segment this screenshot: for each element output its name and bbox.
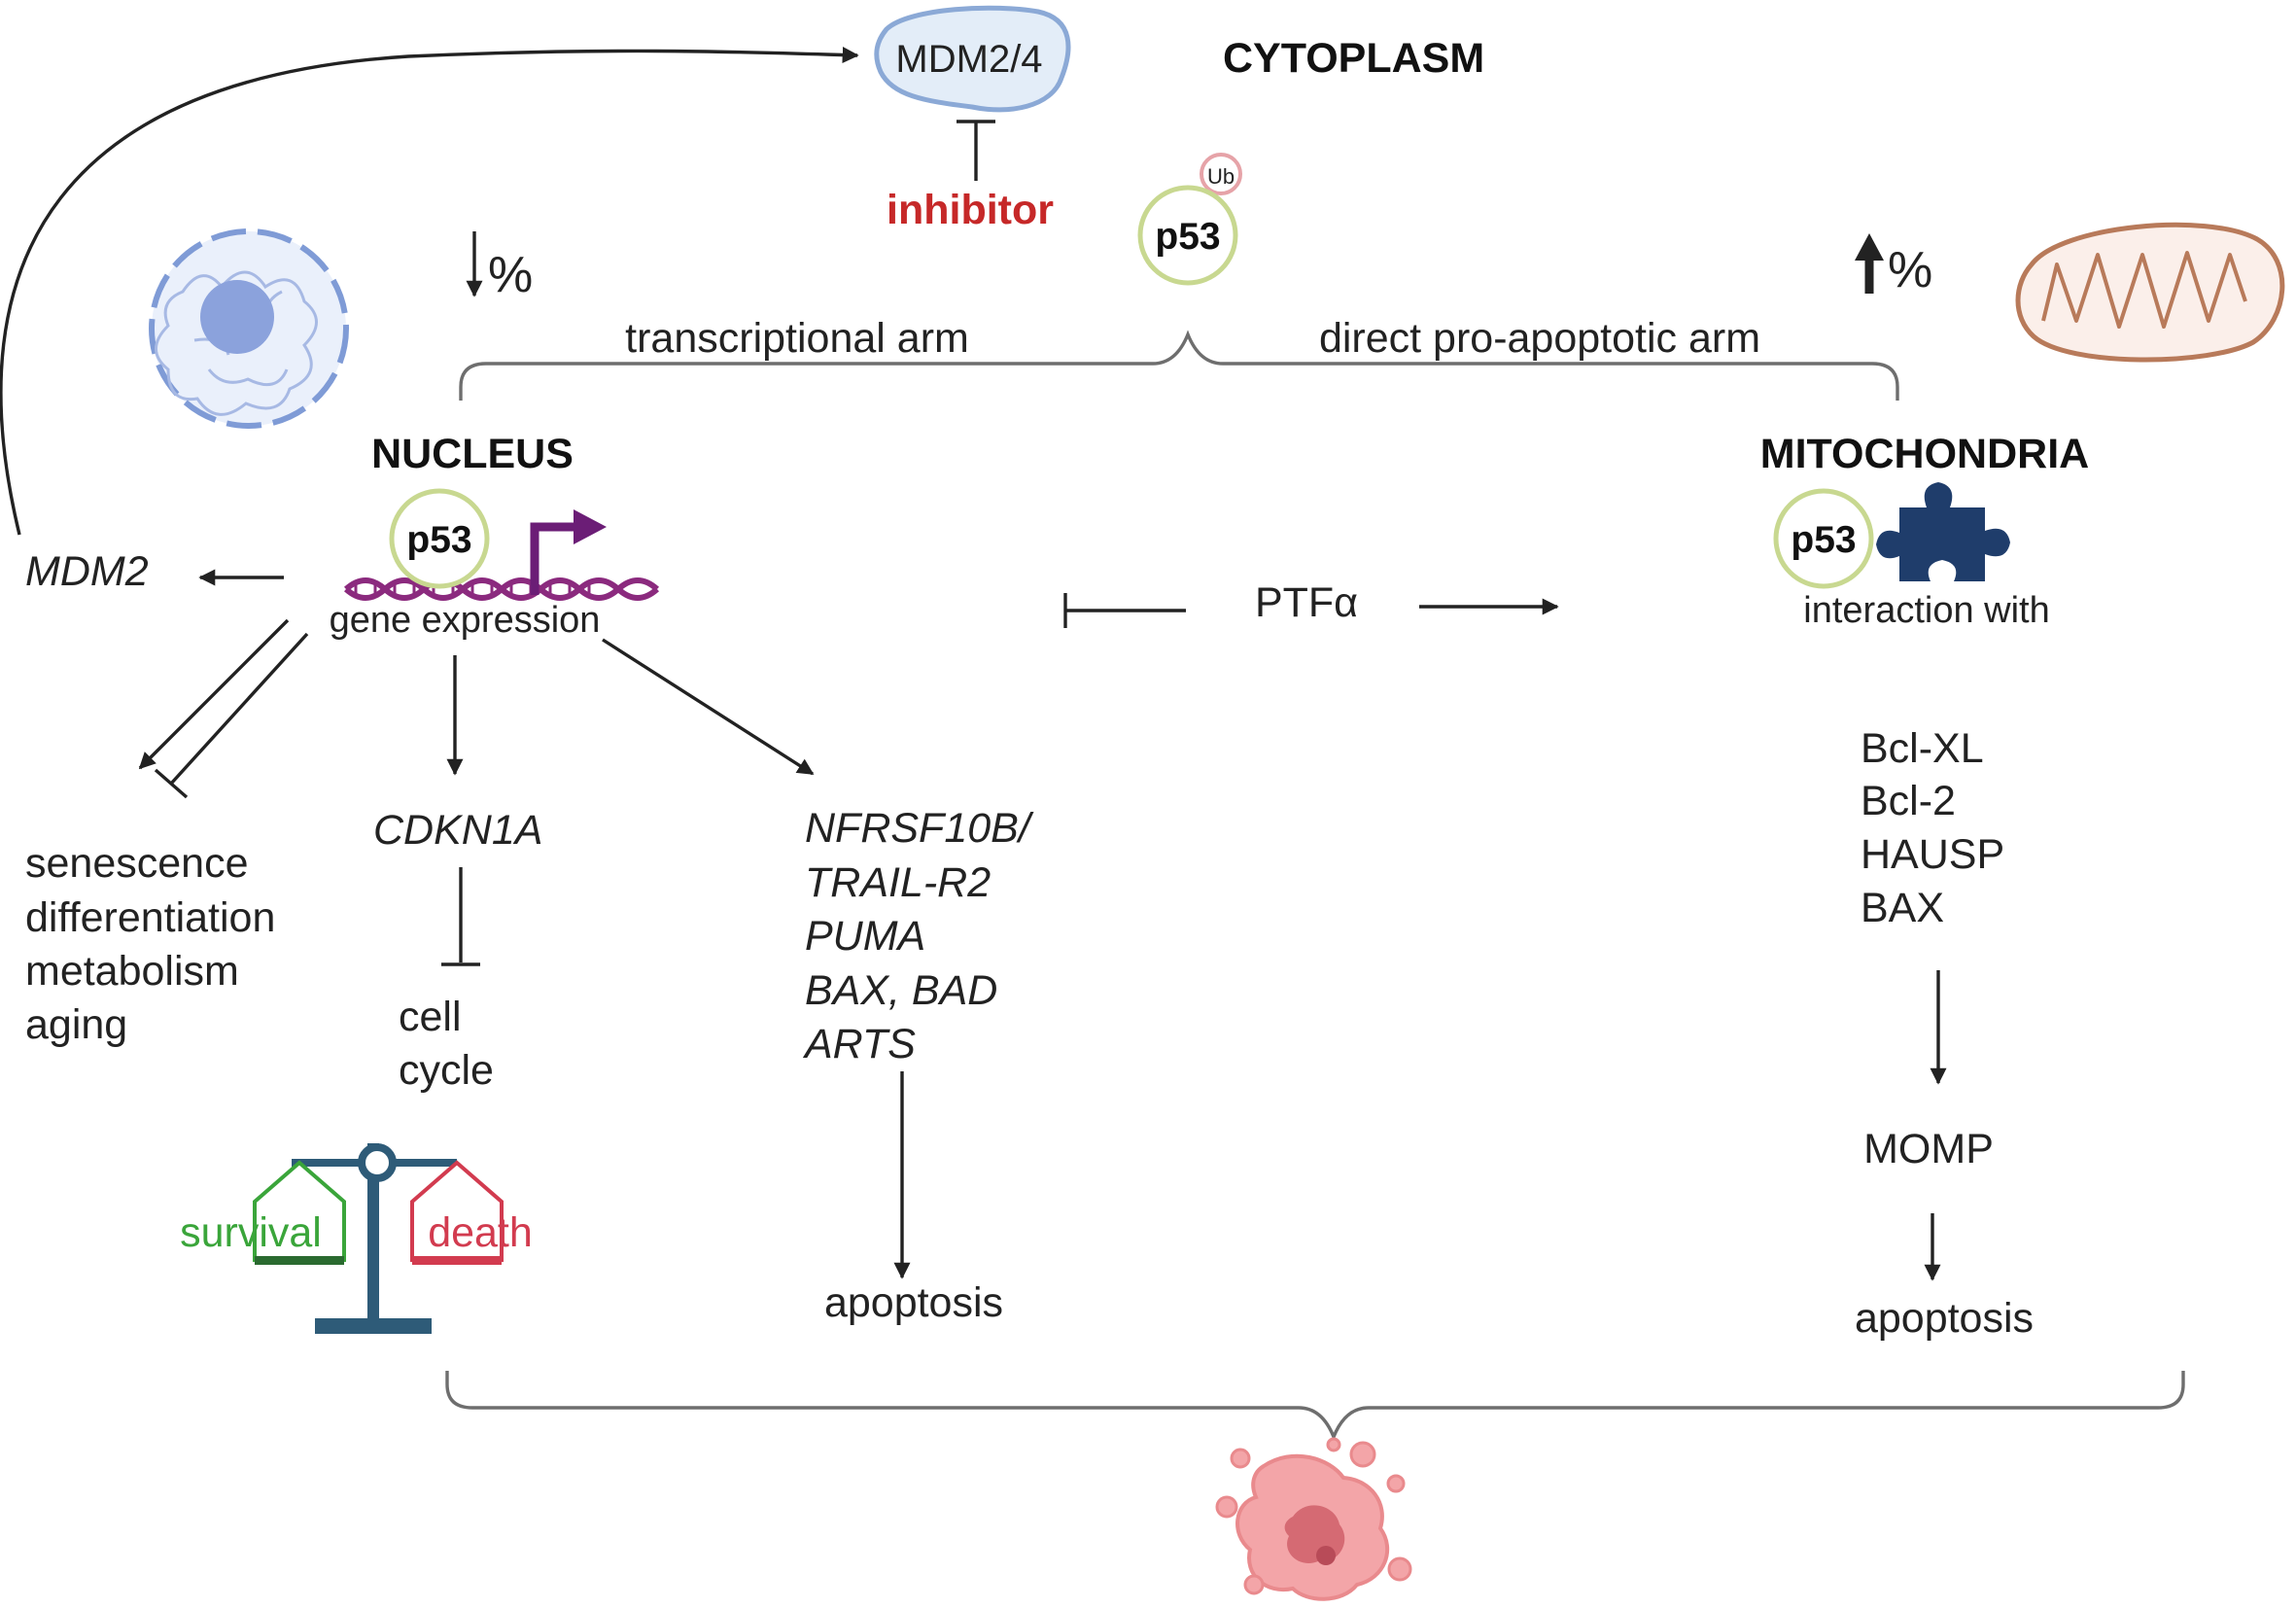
ub-badge xyxy=(1200,153,1242,195)
apoptosis-left-label: apoptosis xyxy=(824,1279,1003,1326)
cell-cycle-label-2: cycle xyxy=(399,1047,494,1094)
interaction-with-label: interaction with xyxy=(1803,590,2049,631)
p53-nucleus-label: p53 xyxy=(406,519,471,561)
p53-mitochondria-label: p53 xyxy=(1791,519,1856,561)
p53-cytoplasm-label: p53 xyxy=(1155,216,1220,258)
apoptotic-gene: TRAIL-R2 xyxy=(805,859,991,906)
outcomes-list: senescence differentiation metabolism ag… xyxy=(25,840,275,1048)
mdm2-gene-label: MDM2 xyxy=(25,548,149,595)
arms-brace xyxy=(459,330,1899,401)
apoptotic-gene: BAX, BAD xyxy=(805,967,997,1014)
partner-item: Bcl-2 xyxy=(1861,778,1956,824)
apoptotic-gene: PUMA xyxy=(805,913,925,960)
outcome-item: metabolism xyxy=(25,948,239,995)
mitochondria-label: MITOCHONDRIA xyxy=(1760,431,2089,477)
transcriptional-arm-label: transcriptional arm xyxy=(625,315,969,362)
outcomes-inhibit-bar xyxy=(154,768,189,799)
partner-item: Bcl-XL xyxy=(1861,725,1984,772)
cell-cycle-label-1: cell xyxy=(399,994,462,1040)
outcome-item: differentiation xyxy=(25,894,275,941)
mdm24-protein-icon xyxy=(874,5,1071,113)
p53-cytoplasm xyxy=(1137,185,1238,286)
nucleus-label: NUCLEUS xyxy=(371,431,574,477)
direct-arm-label: direct pro-apoptotic arm xyxy=(1319,315,1760,362)
outcomes-activate-arrow xyxy=(138,618,290,770)
ptf-label: PTFα xyxy=(1255,579,1358,626)
mdm2-feedback-arrow xyxy=(0,47,859,536)
apoptotic-genes-arrow xyxy=(602,638,815,776)
mitochondria-icon xyxy=(2015,222,2285,363)
mito-partners-list: Bcl-XL Bcl-2 HAUSP BAX xyxy=(1861,725,2004,931)
partner-item: HAUSP xyxy=(1861,831,2004,878)
gene-expression-label: gene expression xyxy=(330,600,601,641)
mdm24-label: MDM2/4 xyxy=(895,38,1042,81)
survival-label: survival xyxy=(180,1209,322,1256)
dna-helix-icon xyxy=(343,577,660,601)
apoptotic-gene: ARTS xyxy=(802,1021,916,1067)
partner-item: BAX xyxy=(1861,885,1944,931)
tumor-cell-icon xyxy=(1215,1437,1412,1601)
apoptotic-genes-list: NFRSF10B/ TRAIL-R2 PUMA BAX, BAD ARTS xyxy=(802,805,1034,1067)
apoptotic-gene: NFRSF10B/ xyxy=(805,805,1034,852)
outcome-item: aging xyxy=(25,1001,127,1048)
outcome-item: senescence xyxy=(25,840,249,887)
transcription-start-arrow xyxy=(530,509,607,595)
outcomes-inhibit-line xyxy=(169,632,309,786)
percent-down-label: % xyxy=(488,247,533,303)
increase-arrow xyxy=(1855,233,1884,294)
apoptosis-right-label: apoptosis xyxy=(1855,1295,2034,1342)
death-label: death xyxy=(428,1209,533,1256)
cytoplasm-label: CYTOPLASM xyxy=(1223,35,1484,82)
cdkn1a-label: CDKN1A xyxy=(373,807,542,854)
percent-up-label: % xyxy=(1888,242,1932,298)
nucleus-cell-icon xyxy=(149,228,349,429)
momp-label: MOMP xyxy=(1863,1126,1994,1172)
p53-mitochondria xyxy=(1773,488,1874,589)
puzzle-piece-icon xyxy=(1876,482,2010,581)
inhibitor-label: inhibitor xyxy=(887,187,1054,233)
apoptosis-brace xyxy=(445,1371,2185,1442)
balance-scale-icon xyxy=(253,1143,504,1334)
p53-nucleus xyxy=(389,488,490,589)
ub-label: Ub xyxy=(1207,164,1235,189)
